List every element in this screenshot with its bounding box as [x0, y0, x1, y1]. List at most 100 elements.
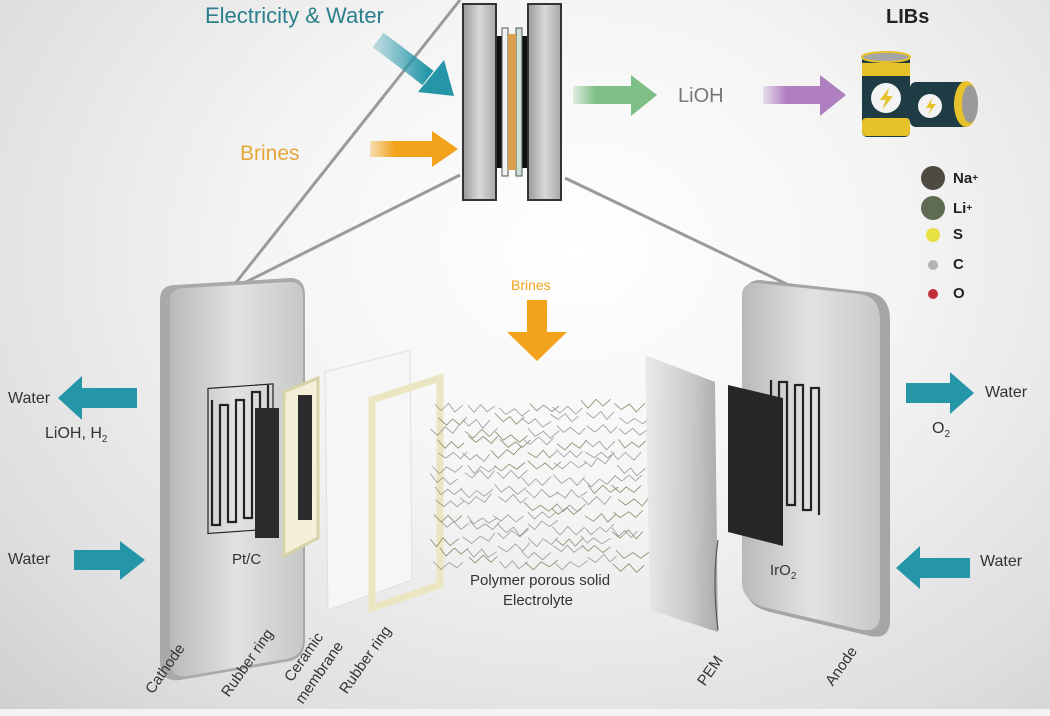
brines-input-arrow: [370, 131, 458, 167]
polymer-chain: [434, 486, 463, 496]
polymer-chain: [585, 439, 616, 451]
legend-item-o: O: [928, 285, 965, 302]
polymer-chain: [586, 410, 615, 421]
lioh-label: LiOH: [678, 85, 724, 107]
polymer-chain: [614, 474, 643, 482]
to-batteries-arrow: [763, 75, 846, 116]
polymer-chain: [433, 561, 464, 570]
polymer-chain: [467, 403, 495, 413]
pem-membrane: [645, 355, 718, 632]
polymer-chain: [499, 438, 531, 449]
polymer-chain: [612, 563, 645, 573]
polymer-chain: [553, 460, 587, 470]
polymer-chain: [496, 469, 528, 480]
libs-label: LIBs: [886, 6, 930, 28]
polymer-chain: [556, 489, 588, 499]
polymer-chain: [587, 553, 617, 563]
polymer-chain: [499, 560, 529, 570]
polymer-chain: [614, 402, 646, 413]
polymer-chain: [552, 544, 583, 553]
pt-c-catalyst-layer: [255, 408, 279, 538]
polymer-chain: [495, 431, 528, 443]
polymer-chain: [494, 412, 525, 425]
legend-item-li: Li+: [921, 196, 972, 220]
polymer-chain: [552, 474, 585, 486]
polymer-chain: [587, 484, 619, 495]
water-out-right-label: Water: [985, 384, 1028, 401]
carbon-dot-icon: [928, 259, 938, 270]
bottom-border: [0, 709, 1050, 716]
water-in-left-arrow: [74, 541, 145, 580]
polymer-chain: [462, 532, 496, 545]
battery-icon: [861, 51, 978, 137]
polymer-chain: [467, 515, 498, 525]
polymer-chain: [580, 535, 612, 545]
polymer-chain: [429, 473, 458, 486]
polymer-porous-electrolyte: [429, 398, 651, 573]
guide-line-right: [564, 176, 821, 302]
polymer-chain: [466, 548, 497, 558]
cathode-plate: [160, 278, 305, 681]
polymer-chain: [527, 449, 557, 459]
polymer-chain: [462, 418, 491, 429]
polymer-chain: [494, 462, 526, 472]
polymer-chain: [460, 488, 494, 499]
polymer-chain: [556, 439, 588, 451]
o2-label: O2: [932, 420, 951, 441]
polymer-chain: [618, 439, 646, 449]
lioh-h2-label: LiOH, H2: [45, 425, 108, 446]
water-in-left-label: Water: [8, 551, 51, 568]
polymer-chain: [552, 405, 583, 415]
li-ion-dot-icon: [921, 196, 945, 220]
polymer-chain: [586, 424, 618, 434]
polymer-chain: [555, 537, 584, 547]
polymer-chain: [438, 416, 468, 426]
polymer-chain: [432, 465, 463, 475]
polymer-chain: [497, 523, 529, 537]
polymer-chain: [611, 529, 643, 540]
polymer-chain: [497, 542, 531, 553]
oxygen-dot-icon: [928, 288, 938, 299]
polymer-chain: [429, 537, 460, 548]
polymer-chain: [461, 452, 491, 463]
polymer-chain: [430, 424, 460, 436]
anode-plate: [742, 280, 890, 637]
electricity-water-label: Electricity & Water: [205, 3, 384, 28]
polymer-chain: [439, 547, 469, 557]
rubber-ring-2: [368, 373, 444, 613]
polymer-chain: [435, 499, 465, 508]
brines-down-label: Brines: [511, 277, 551, 293]
polymer-chain: [611, 484, 642, 494]
polymer-chain: [552, 525, 585, 536]
electrolyzer-cell-icon: [462, 3, 562, 201]
polymer-chain: [610, 451, 642, 461]
polymer-chain: [613, 510, 644, 519]
electrolyte-label-line2: Electrolyte: [503, 592, 574, 609]
polymer-chain: [433, 514, 463, 523]
water-in-right-arrow: [896, 546, 970, 589]
polymer-chain: [551, 506, 582, 515]
polymer-chain: [581, 544, 611, 554]
water-out-right-arrow: [906, 372, 974, 414]
polymer-chain: [468, 435, 499, 444]
polymer-chain: [521, 550, 551, 561]
guide-line-left: [228, 0, 462, 291]
polymer-chain: [464, 428, 498, 439]
polymer-chain: [437, 439, 465, 449]
legend-item-s: S: [926, 226, 963, 243]
iro2-catalyst-layer: [728, 385, 783, 546]
pt-c-label: Pt/C: [232, 551, 262, 568]
polymer-chain: [498, 493, 528, 504]
polymer-chain: [469, 520, 501, 531]
polymer-chain: [556, 425, 586, 435]
polymer-chain: [527, 537, 559, 548]
polymer-chain: [499, 407, 531, 417]
water-in-right-label: Water: [980, 553, 1023, 570]
polymer-chain: [617, 497, 649, 507]
polymer-chain: [529, 403, 560, 413]
polymer-chain: [581, 495, 612, 506]
polymer-chain: [556, 503, 586, 513]
polymer-chain: [497, 528, 529, 540]
polymer-chain: [619, 417, 650, 425]
